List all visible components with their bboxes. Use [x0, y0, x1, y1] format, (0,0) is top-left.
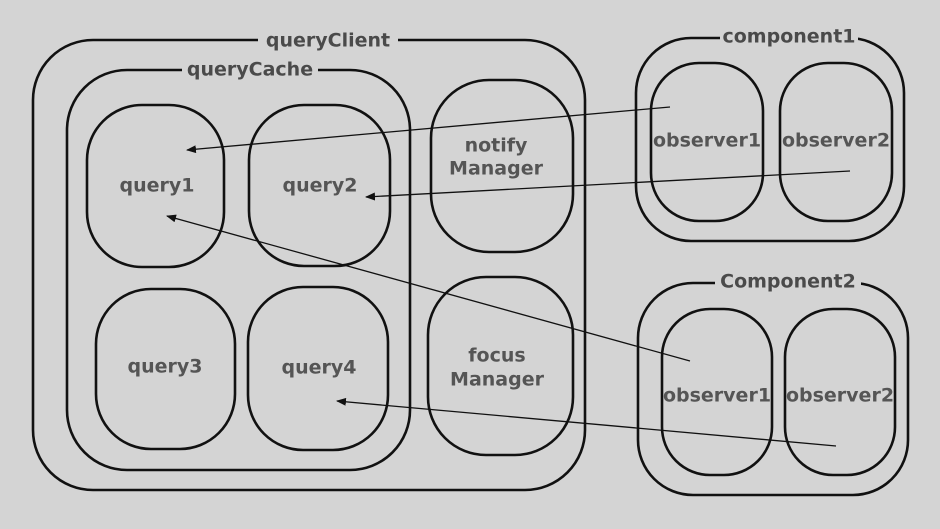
component1-title: component1: [722, 26, 855, 48]
query4-label: query4: [282, 357, 357, 379]
component2-observer1-label: observer1: [663, 385, 771, 407]
query2-node: query2: [247, 103, 392, 268]
arrow-c1-observer1-to-query1: [186, 106, 671, 154]
query2-label: query2: [283, 175, 358, 197]
query3-label: query3: [128, 356, 203, 378]
query4-node: query4: [246, 285, 390, 452]
focus-manager-node: focus Manager: [426, 275, 575, 457]
arrow-c2-observer2-to-query4: [336, 397, 837, 447]
query-client-title: queryClient: [266, 30, 390, 52]
component2-observer2-label: observer2: [786, 385, 894, 407]
query1-node: query1: [85, 103, 226, 269]
query-client-container: queryClient: [31, 28, 587, 492]
arrow-c1-observer2-to-query2: [365, 170, 851, 201]
component2-title: Component2: [720, 271, 856, 293]
notify-manager-label-line1: notify: [465, 135, 528, 157]
arrows: [166, 106, 851, 447]
component1-container: component1 observer1 observer2: [634, 25, 906, 243]
query1-label: query1: [120, 175, 195, 197]
component1-observer2-label: observer2: [782, 130, 890, 152]
query-cache-title: queryCache: [187, 59, 313, 81]
component2-container: Component2 observer1 observer2: [636, 270, 910, 497]
notify-manager-node: notify Manager: [429, 78, 575, 254]
component1-observer1-label: observer1: [653, 130, 761, 152]
arrow-c2-observer1-to-query1: [166, 214, 691, 362]
query-cache-container: queryCache: [65, 58, 412, 472]
notify-manager-label-line2: Manager: [449, 158, 544, 180]
focus-manager-label-line2: Manager: [450, 369, 545, 391]
query3-node: query3: [94, 287, 237, 451]
focus-manager-label-line1: focus: [468, 345, 525, 367]
